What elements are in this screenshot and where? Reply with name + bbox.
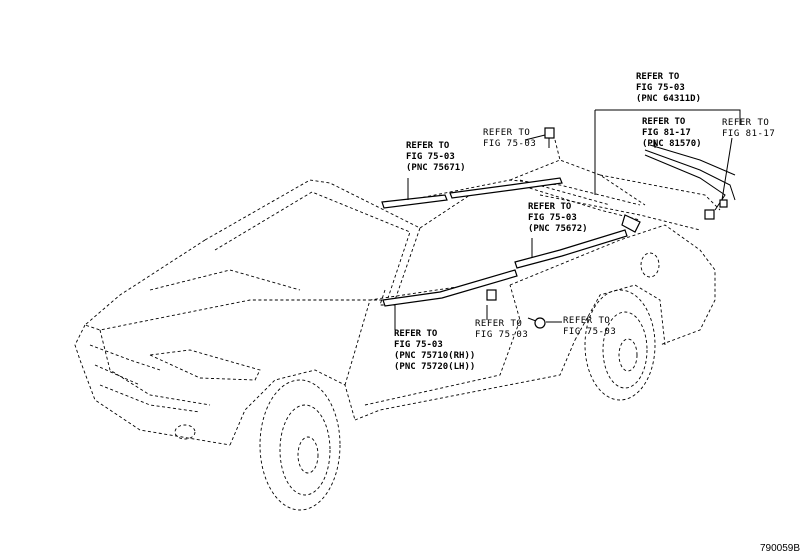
callout-line: REFER TO	[406, 141, 450, 151]
callout-line: REFER TO	[563, 316, 611, 326]
callout-line: (PNC 75672)	[528, 224, 588, 234]
callout-line: REFER TO	[528, 202, 572, 212]
callout-line: FIG 75-03	[406, 152, 455, 162]
callout-pnc-75710-75720: REFER TO FIG 75-03 (PNC 75710(RH)) (PNC …	[394, 329, 475, 373]
callout-line: FIG 81-17	[642, 128, 691, 138]
roof-frame	[384, 139, 721, 211]
callout-line: FIG 75-03	[475, 330, 529, 340]
callout-line: FIG 75-03	[483, 139, 537, 149]
callout-line: FIG 75-03	[528, 213, 577, 223]
callout-pnc-81570: REFER TO FIG 81-17 (PNC 81570)	[642, 117, 702, 150]
callout-line: REFER TO	[394, 329, 438, 339]
callout-line: REFER TO	[475, 319, 523, 329]
callout-line: REFER TO	[483, 128, 531, 138]
diagram-code: 790059B	[760, 543, 801, 554]
callout-line: (PNC 81570)	[642, 139, 702, 149]
callout-fig-75-03-upper: REFER TO FIG 75-03	[483, 128, 536, 150]
callout-line: REFER TO	[722, 118, 770, 128]
callout-fig-75-03-clip: REFER TO FIG 75-03	[475, 319, 528, 341]
callout-line: FIG 75-03	[394, 340, 443, 350]
callout-pnc-75671: REFER TO FIG 75-03 (PNC 75671)	[406, 141, 466, 174]
callout-line: (PNC 64311D)	[636, 94, 702, 104]
wire-harness-part	[644, 144, 736, 220]
callout-line: (PNC 75720(LH))	[394, 362, 476, 372]
callout-line: FIG 75-03	[563, 327, 617, 337]
callout-pnc-75672: REFER TO FIG 75-03 (PNC 75672)	[528, 202, 588, 235]
leader-lines	[394, 109, 741, 330]
callout-line: REFER TO	[642, 117, 686, 127]
callout-line: REFER TO	[636, 72, 680, 82]
callout-line: (PNC 75671)	[406, 163, 466, 173]
callout-line: FIG 81-17	[722, 129, 776, 139]
callout-fig-75-03-screw: REFER TO FIG 75-03	[563, 316, 616, 338]
weatherstrip-parts	[381, 127, 641, 329]
callout-line: FIG 75-03	[636, 83, 685, 93]
callout-pnc-64311d: REFER TO FIG 75-03 (PNC 64311D)	[636, 72, 701, 105]
callout-line: (PNC 75710(RH))	[394, 351, 476, 361]
callout-fig-81-17: REFER TO FIG 81-17	[722, 118, 775, 140]
